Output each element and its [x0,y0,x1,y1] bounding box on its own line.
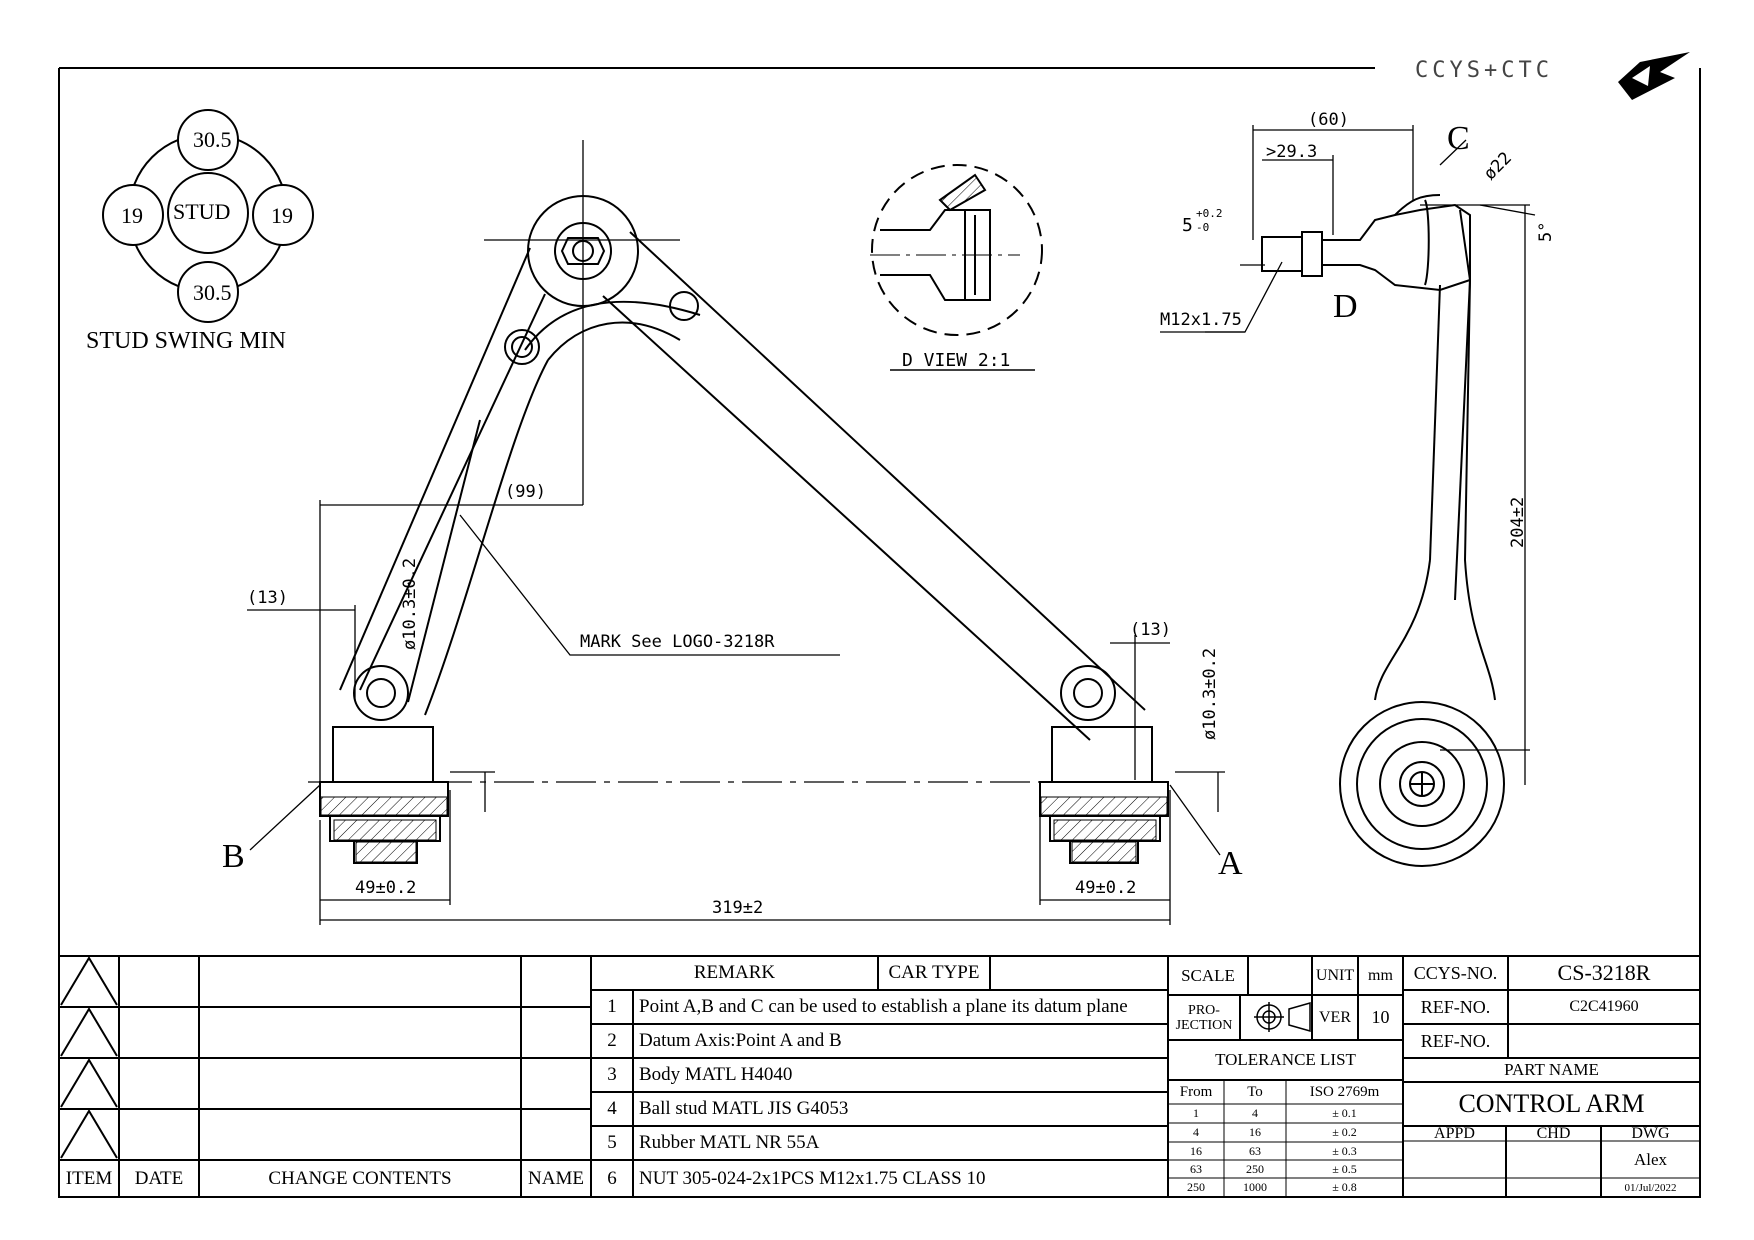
logo-mark [1618,52,1690,100]
dia-right: ø10.3±0.2 [1200,647,1220,740]
stud-swing-diagram [102,109,314,323]
tol-from: 63 [1190,1161,1202,1176]
revision-triangles [60,956,118,1159]
tol-from: 1 [1193,1106,1199,1120]
swing-top-value: 30.5 [193,127,232,152]
ccys-no-value: CS-3218R [1557,960,1651,985]
tol-to: 250 [1246,1161,1264,1176]
tol-header-iso: ISO 2769m [1309,1083,1380,1100]
remark-row-no: 5 [607,1132,617,1153]
control-arm-main-view [319,195,1169,864]
remark-row-no: 3 [607,1064,617,1085]
tol-value: ± 0.2 [1332,1125,1357,1139]
side-view-dimensions [1160,125,1536,785]
dim-5: 5 [1182,215,1193,236]
projection-label: PRO- JECTION [1175,1002,1233,1033]
main-view-dimensions [247,140,1225,925]
ver-label: VER [1319,1008,1351,1026]
tol-from: 16 [1190,1143,1202,1158]
rev-header-change: CHANGE CONTENTS [268,1167,452,1189]
bushing-hatching [320,796,1168,863]
part-name-label: PART NAME [1504,1060,1599,1079]
part-name-value: CONTROL ARM [1458,1089,1645,1118]
dim-13-left: (13) [247,588,288,608]
detail-d-view [870,164,1043,371]
drawing-date: 01/Jul/2022 [1624,1181,1677,1194]
rev-header-date: DATE [134,1167,184,1189]
ver-value: 10 [1371,1007,1390,1027]
mark-note: MARK See LOGO-3218R [580,632,775,652]
tol-to: 4 [1252,1106,1258,1120]
remark-row-no: 4 [607,1098,617,1119]
ccys-no-label: CCYS-NO. [1413,962,1498,983]
unit-value: mm [1368,966,1393,984]
remark-row-no: 6 [607,1167,617,1189]
title-block-grid [58,955,1701,1198]
chd-label: CHD [1536,1126,1571,1141]
rev-header-name: NAME [528,1167,584,1189]
unit-label: UNIT [1315,966,1355,984]
overall-width: 319±2 [712,898,764,918]
side-view [1261,194,1505,867]
logo-text: CCYS+CTC [1415,58,1553,83]
swing-bottom-value: 30.5 [193,280,232,305]
dim-5-tol-down: -0 [1196,221,1210,234]
dim-60: (60) [1308,110,1349,130]
car-type-header: CAR TYPE [888,962,980,983]
remark-row-no: 2 [607,1030,617,1051]
angle-5: 5° [1536,221,1556,242]
remark-row-text: Body MATL H4040 [639,1064,793,1085]
dim-99: (99) [505,482,546,502]
tol-value: ± 0.1 [1332,1106,1357,1120]
swing-left-value: 19 [121,203,143,228]
rev-header-item: ITEM [65,1167,113,1189]
remark-row-text: Datum Axis:Point A and B [639,1030,842,1051]
swing-caption: STUD SWING MIN [86,328,286,354]
point-a-label: A [1218,845,1243,882]
tol-to: 16 [1249,1125,1261,1139]
scale-label: SCALE [1181,965,1235,985]
width-left: 49±0.2 [355,878,417,898]
tol-header-to: To [1247,1083,1263,1100]
height-dim: 204±2 [1508,496,1528,548]
projection-symbol [1254,1002,1311,1032]
tol-to: 1000 [1243,1180,1267,1194]
remark-row-text: Point A,B and C can be used to establish… [639,996,1128,1017]
tol-from: 250 [1187,1180,1205,1194]
thread-label: M12x1.75 [1160,310,1242,330]
swing-right-value: 19 [271,203,293,228]
remark-row-text: Ball stud MATL JIS G4053 [639,1098,849,1119]
ref-no-value: C2C41960 [1569,998,1639,1015]
tol-from: 4 [1193,1125,1199,1139]
tol-value: ± 0.3 [1332,1143,1357,1158]
swing-center-label: STUD [173,199,231,224]
width-right: 49±0.2 [1075,878,1137,898]
ref-no2-label: REF-NO. [1420,1030,1491,1051]
tolerance-title: TOLERANCE LIST [1215,1050,1356,1069]
tol-value: ± 0.5 [1332,1161,1357,1176]
ref-no-label: REF-NO. [1420,996,1491,1017]
dwg-label: DWG [1631,1126,1670,1141]
tol-to: 63 [1249,1143,1261,1158]
point-c-label: C [1447,120,1470,157]
remark-header: REMARK [693,962,776,983]
dim-13-right: (13) [1130,620,1171,640]
dim-5-tol-up: +0.2 [1196,207,1223,220]
appd-label: APPD [1434,1126,1475,1141]
remark-row-no: 1 [607,996,617,1017]
tol-header-from: From [1179,1083,1213,1100]
point-d-label: D [1333,288,1358,325]
point-b-label: B [222,838,245,875]
tol-value: ± 0.8 [1332,1180,1357,1194]
dia-left: ø10.3±0.2 [400,557,420,650]
detail-caption: D VIEW 2:1 [902,350,1011,371]
remark-row-text: NUT 305-024-2x1PCS M12x1.75 CLASS 10 [639,1167,986,1189]
dim-29: >29.3 [1266,142,1318,162]
dwg-name: Alex [1633,1149,1668,1169]
remark-row-text: Rubber MATL NR 55A [639,1132,820,1153]
